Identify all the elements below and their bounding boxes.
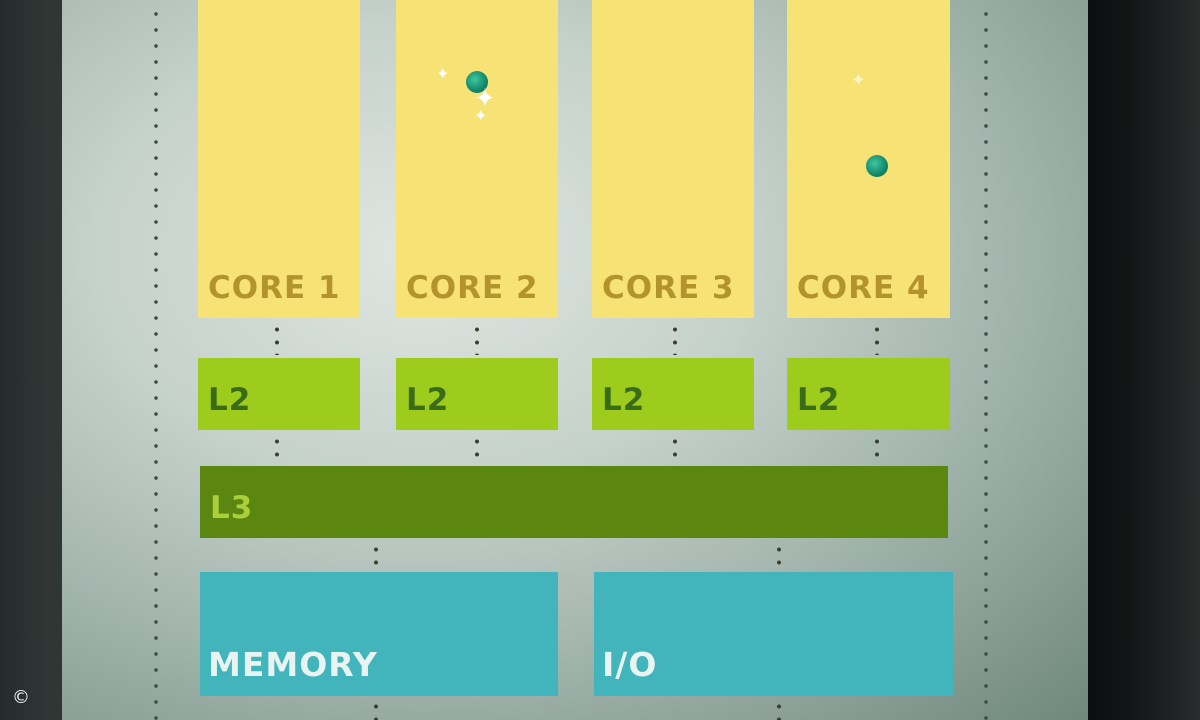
l2-cache-4-label: L2 — [797, 382, 841, 418]
memory-label: MEMORY — [208, 645, 378, 684]
core-3-block: CORE 3 — [592, 0, 754, 318]
l3-io-connector — [777, 543, 781, 569]
io-controller: I/O — [594, 572, 953, 696]
core-3-l2-connector — [673, 323, 677, 355]
l2-3-l3-connector — [673, 435, 677, 463]
l3-cache: L3 — [200, 466, 948, 538]
l2-1-l3-connector — [275, 435, 279, 463]
l2-cache-2-label: L2 — [406, 382, 450, 418]
core-1-label: CORE 1 — [208, 270, 341, 306]
sparkle-icon: ✦ — [436, 64, 450, 83]
io-bottom-connector — [777, 700, 781, 720]
l2-cache-3: L2 — [592, 358, 754, 430]
l2-2-l3-connector — [475, 435, 479, 463]
cpu-chip-die: CORE 1 CORE 2 CORE 3 CORE 4 ✦ ✦ ✦ ✦ L2 L… — [62, 0, 1088, 720]
core-1-block: CORE 1 — [198, 0, 360, 318]
thread-dot-core-4 — [866, 155, 888, 177]
core-3-label: CORE 3 — [602, 270, 735, 306]
l2-cache-1: L2 — [198, 358, 360, 430]
core-2-label: CORE 2 — [406, 270, 539, 306]
l3-cache-label: L3 — [210, 490, 254, 526]
memory-bottom-connector — [374, 700, 378, 720]
die-guide-left — [154, 6, 158, 720]
sparkle-icon: ✦ — [474, 106, 488, 125]
sparkle-icon: ✦ — [474, 84, 496, 114]
l2-cache-3-label: L2 — [602, 382, 646, 418]
core-2-block: CORE 2 — [396, 0, 558, 318]
thread-dot-core-2 — [466, 71, 488, 93]
sparkle-icon: ✦ — [851, 70, 867, 91]
core-2-l2-connector — [475, 323, 479, 355]
memory-controller: MEMORY — [200, 572, 558, 696]
core-1-l2-connector — [275, 323, 279, 355]
copyright-mark: © — [12, 687, 30, 708]
l2-cache-2: L2 — [396, 358, 558, 430]
core-4-label: CORE 4 — [797, 270, 930, 306]
frame-edge-shadow — [1085, 0, 1200, 720]
l2-4-l3-connector — [875, 435, 879, 463]
core-4-l2-connector — [875, 323, 879, 355]
l2-cache-1-label: L2 — [208, 382, 252, 418]
l3-memory-connector — [374, 543, 378, 569]
l2-cache-4: L2 — [787, 358, 950, 430]
io-label: I/O — [602, 645, 658, 684]
die-guide-right — [984, 6, 988, 720]
